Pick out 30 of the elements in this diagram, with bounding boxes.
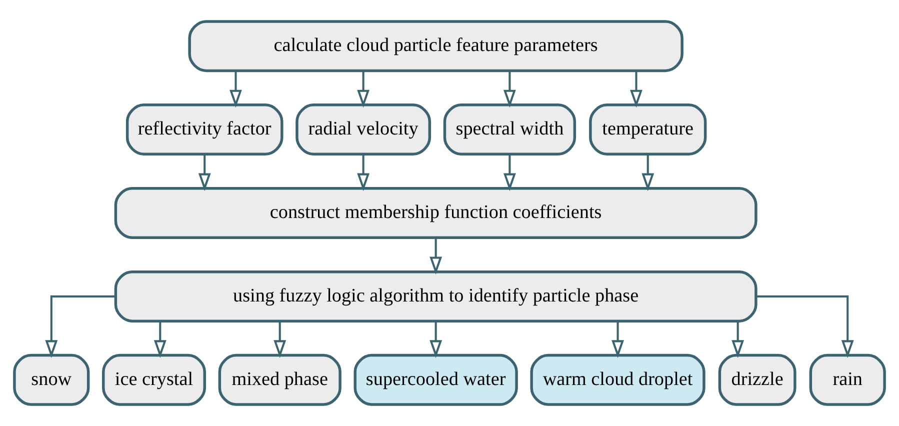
node-box: supercooled water [354, 354, 518, 406]
node-box: spectral width [443, 104, 576, 156]
node-box: ice crystal [102, 354, 206, 406]
node-box: radial velocity [296, 104, 432, 156]
arrow [430, 238, 442, 275]
node-box: snow [13, 354, 90, 406]
node-box: temperature [589, 104, 707, 156]
arrow [357, 154, 370, 192]
arrow [503, 154, 516, 192]
node-box: calculate cloud particle feature parameters [188, 20, 684, 72]
arrow [274, 321, 286, 358]
node-box: warm cloud droplet [530, 354, 706, 406]
arrow [154, 321, 166, 358]
arrow [642, 154, 654, 192]
arrow [503, 71, 516, 108]
node-box: reflectivity factor [126, 104, 284, 156]
arrow [230, 71, 242, 108]
node-box: rain [809, 354, 886, 406]
node-box: mixed phase [218, 354, 342, 406]
arrow [630, 71, 642, 108]
arrow [732, 321, 744, 358]
arrow [45, 295, 116, 358]
arrow [430, 321, 442, 358]
node-box: drizzle [718, 354, 796, 406]
arrow [756, 295, 854, 358]
node-box: using fuzzy logic algorithm to identify particle phase [114, 270, 758, 322]
arrow [198, 154, 211, 192]
node-box: construct membership function coefficients [114, 187, 758, 239]
arrow [612, 321, 624, 358]
arrow [357, 71, 370, 108]
